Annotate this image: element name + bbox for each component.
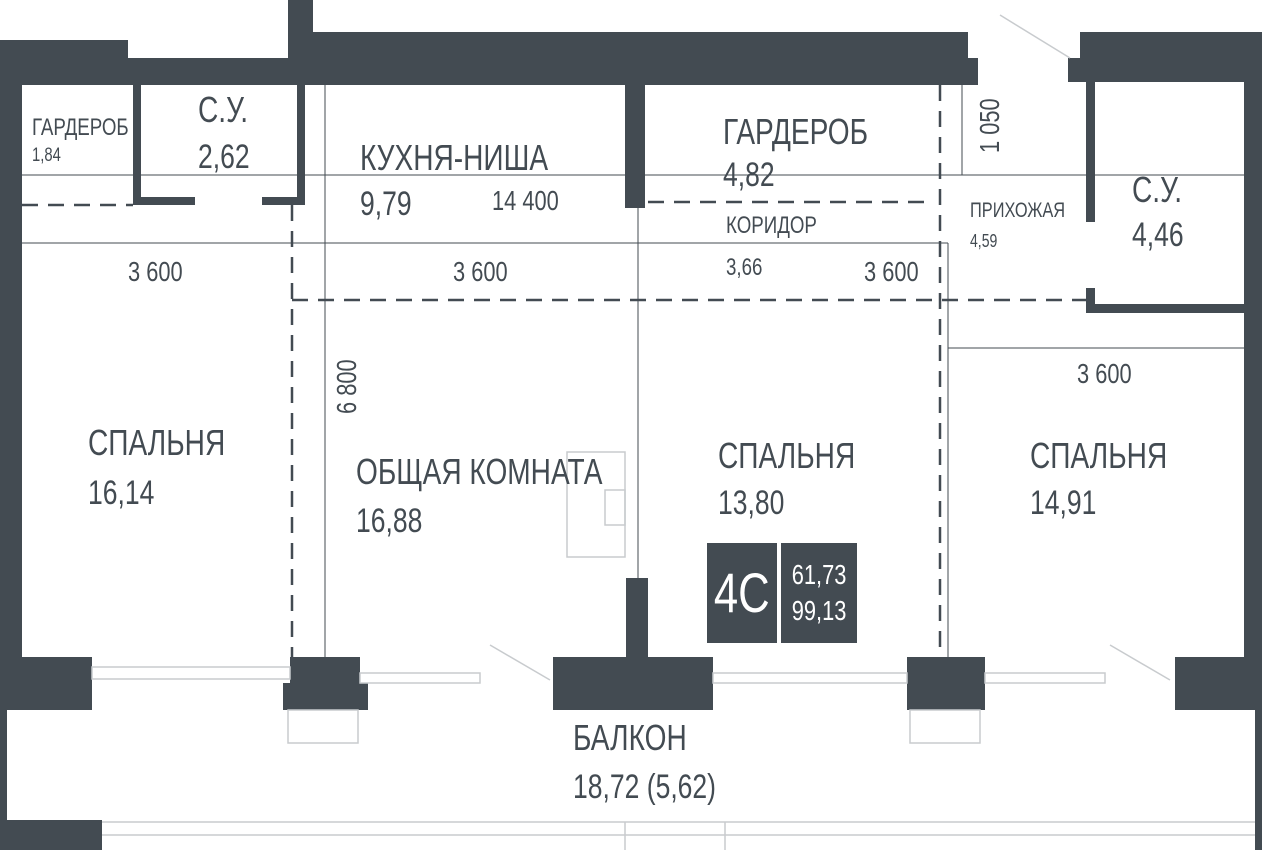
corridor-area: 3,66 (726, 254, 763, 281)
dimension-lines (22, 85, 1244, 657)
bedroom-left-area: 16,14 (88, 474, 155, 512)
unit-type: 4С (714, 561, 770, 624)
living-room-area: 16,88 (356, 502, 423, 540)
unit-area-badge: 61,73 99,13 (781, 543, 857, 643)
hallway-area: 4,59 (970, 231, 998, 251)
dimension-depth: 6 800 (331, 359, 362, 414)
wardrobe-left-label: ГАРДЕРОБ (32, 114, 129, 141)
dimension-width-1: 3 600 (128, 256, 183, 287)
zone-boundaries (22, 85, 1086, 657)
dimension-width-4: 3 600 (1077, 358, 1132, 389)
living-area: 61,73 (791, 559, 847, 590)
bedroom-center-area: 13,80 (718, 484, 785, 522)
dimension-total-width: 14 400 (492, 185, 559, 216)
bedroom-right-label: СПАЛЬНЯ (1030, 435, 1168, 476)
wardrobe-center-area: 4,82 (723, 156, 775, 194)
hallway-label: ПРИХОЖАЯ (970, 199, 1066, 222)
windows (91, 14, 1255, 850)
bathroom-right-area: 4,46 (1132, 216, 1184, 254)
living-room-label: ОБЩАЯ КОМНАТА (356, 451, 603, 492)
bathroom-left-area: 2,62 (198, 138, 250, 176)
dimension-width-2: 3 600 (453, 256, 508, 287)
corridor-label: КОРИДОР (726, 212, 817, 239)
bedroom-right-area: 14,91 (1030, 484, 1097, 522)
total-area: 99,13 (791, 595, 847, 626)
bathroom-right-label: С.У. (1132, 169, 1182, 210)
wardrobe-center-label: ГАРДЕРОБ (723, 111, 869, 152)
dimension-entry-depth: 1 050 (974, 98, 1005, 153)
kitchen-label: КУХНЯ-НИША (360, 137, 549, 178)
bedroom-left-label: СПАЛЬНЯ (88, 422, 226, 463)
unit-type-badge: 4С (707, 543, 777, 643)
wardrobe-left-area: 1,84 (32, 145, 61, 166)
balcony-label: БАЛКОН (573, 717, 687, 758)
bathroom-left-label: С.У. (198, 89, 248, 130)
dimension-width-3: 3 600 (864, 256, 919, 287)
bedroom-center-label: СПАЛЬНЯ (718, 435, 856, 476)
kitchen-area: 9,79 (360, 185, 412, 223)
balcony-area: 18,72 (5,62) (573, 768, 717, 806)
